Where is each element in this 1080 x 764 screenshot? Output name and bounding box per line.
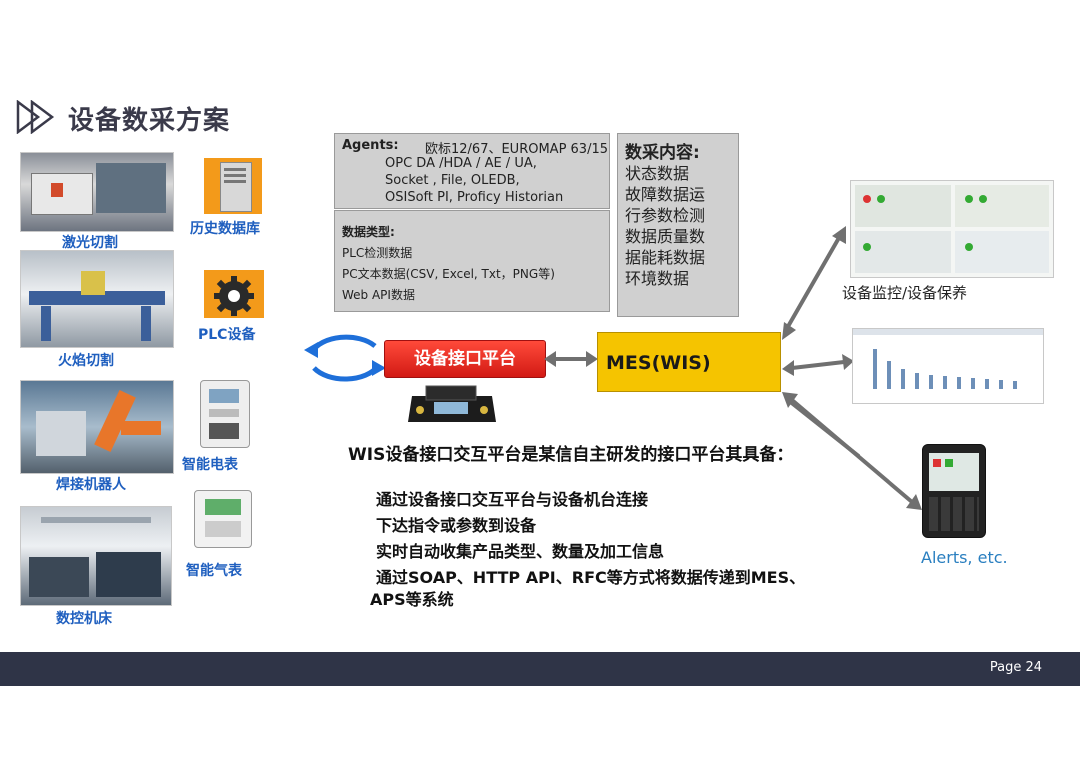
alerts-label: Alerts, etc. [921, 548, 1008, 567]
agents-box: Agents: 欧标12/67、EUROMAP 63/15 OPC DA /HD… [334, 133, 610, 209]
source-label-history-db: 历史数据库 [190, 218, 260, 238]
content-item: 环境数据 [625, 265, 689, 289]
data-types-label: 数据类型: [342, 223, 395, 240]
device-label-cnc: 数控机床 [56, 608, 112, 628]
welding-robot-photo [20, 380, 174, 474]
data-types-box: 数据类型: PLC检测数据 PC文本数据(CSV, Excel, Txt，PNG… [334, 210, 610, 312]
monitor-label: 设备监控/设备保养 [842, 282, 967, 303]
data-type-item: PC文本数据(CSV, Excel, Txt，PNG等) [342, 265, 555, 282]
source-label-electric-meter: 智能电表 [182, 454, 238, 474]
double-play-icon [16, 100, 62, 134]
page-number: Page 24 [990, 660, 1042, 675]
page-title: 设备数采方案 [68, 100, 230, 137]
agents-line: OSISoft PI, Proficy Historian [385, 190, 563, 205]
agents-line: Socket , File, OLEDB, [385, 173, 520, 188]
feature-item: 下达指令或参数到设备 [376, 512, 536, 536]
feature-item: 通过设备接口交互平台与设备机台连接 [376, 486, 648, 510]
source-label-gas-meter: 智能气表 [186, 560, 242, 580]
flame-cutting-photo [20, 250, 174, 348]
gear-icon [204, 270, 264, 318]
feature-item: APS等系统 [370, 586, 454, 610]
device-label-welding: 焊接机器人 [56, 474, 126, 494]
interface-device-icon [404, 382, 500, 428]
database-server-icon [204, 158, 262, 214]
feature-item: 通过SOAP、HTTP API、RFC等方式将数据传递到MES、 [376, 564, 805, 588]
interface-platform-box: 设备接口平台 [384, 340, 546, 378]
platform-description: WIS设备接口交互平台是某信自主研发的接口平台其具备： [348, 440, 793, 465]
feature-item: 实时自动收集产品类型、数量及加工信息 [376, 538, 664, 562]
sync-cycle-icon [300, 328, 390, 390]
agents-label: Agents: [342, 138, 399, 153]
bidirectional-arrow-icon [544, 348, 598, 370]
alerts-arrow [780, 390, 930, 520]
data-type-item: Web API数据 [342, 286, 415, 303]
source-label-plc: PLC设备 [198, 324, 255, 344]
device-label-laser: 激光切割 [62, 232, 118, 252]
agents-line: OPC DA /HDA / AE / UA, [385, 156, 537, 171]
device-label-flame: 火焰切割 [58, 350, 114, 370]
electric-meter-icon [200, 380, 250, 448]
mobile-phone-image [922, 444, 986, 538]
collection-content-box: 数采内容: 状态数据 故障数据运 行参数检测 数据质量数 据能耗数据 环境数据 [617, 133, 739, 317]
mes-box: MES(WIS) [597, 332, 781, 392]
monitoring-dashboard-image [850, 180, 1054, 278]
cnc-machine-photo [20, 506, 172, 606]
gas-meter-icon [194, 490, 252, 548]
laser-cutting-photo [20, 152, 174, 232]
report-chart-image [852, 328, 1044, 404]
agents-line: 欧标12/67、EUROMAP 63/15 [425, 138, 608, 157]
data-type-item: PLC检测数据 [342, 244, 412, 261]
footer-bar [0, 652, 1080, 686]
